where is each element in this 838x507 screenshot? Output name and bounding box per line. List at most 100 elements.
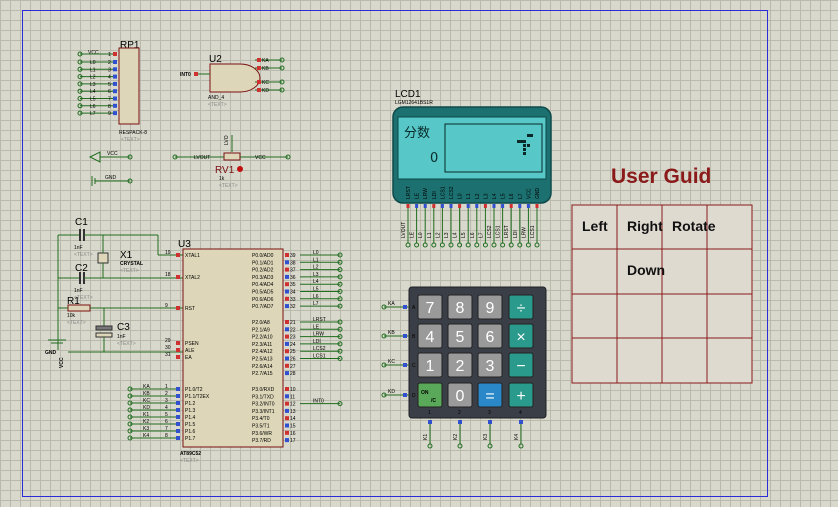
- keypad-col-num: 3: [488, 410, 491, 416]
- u3-net-terminal[interactable]: [337, 252, 343, 258]
- lcd-pin-terminal[interactable]: [414, 242, 420, 248]
- lcd-pin-name: L3: [483, 193, 489, 199]
- oscillator-network[interactable]: C1 1nF <TEXT> X1 CRYSTAL <TEXT> C2 1nF <…: [45, 217, 183, 368]
- u3-p1-terminal[interactable]: [127, 407, 133, 413]
- u3-net-terminal[interactable]: [337, 401, 343, 407]
- lcd-pin-terminal[interactable]: [448, 242, 454, 248]
- keypad-key[interactable]: [477, 323, 503, 349]
- u3-p1-net: K3: [143, 426, 149, 432]
- keypad-key[interactable]: [417, 382, 443, 408]
- keypad-key[interactable]: [477, 352, 503, 378]
- u3-left-pin-num: 8: [165, 433, 168, 439]
- keypad-col-terminal[interactable]: [518, 443, 524, 449]
- u3-net-terminal[interactable]: [337, 259, 343, 265]
- lcd-pin-net: LDI: [513, 230, 519, 238]
- u3-microcontroller[interactable]: U3 XTAL119XTAL218RST9PSEN29ALE30EA31P1.0…: [127, 239, 343, 464]
- keypad-key[interactable]: [477, 382, 503, 408]
- keypad-key[interactable]: [447, 294, 473, 320]
- u3-left-pin-name: P1.1/T2EX: [185, 394, 210, 400]
- lcd-pin-terminal[interactable]: [439, 242, 445, 248]
- rp1-terminal[interactable]: [77, 81, 83, 87]
- rp1-terminal[interactable]: [77, 66, 83, 72]
- u3-net-terminal[interactable]: [337, 326, 343, 332]
- lcd-pin-terminal[interactable]: [457, 242, 463, 248]
- u3-net-terminal[interactable]: [337, 319, 343, 325]
- u2-terminal[interactable]: [279, 57, 285, 63]
- u3-right-net: L4: [313, 279, 319, 285]
- rv1-potentiometer[interactable]: LVO LVOUT VCC RV1 1k <TEXT>: [172, 135, 291, 189]
- lcd-pin-terminal[interactable]: [405, 242, 411, 248]
- keypad-key[interactable]: [508, 352, 534, 378]
- u2-terminal[interactable]: [279, 87, 285, 93]
- rp1-terminal[interactable]: [77, 96, 83, 101]
- keypad-row-terminal[interactable]: [381, 333, 387, 339]
- u3-net-terminal[interactable]: [337, 334, 343, 340]
- u3-net-terminal[interactable]: [337, 341, 343, 347]
- u3-net-terminal[interactable]: [337, 267, 343, 273]
- u3-p1-terminal[interactable]: [127, 393, 133, 399]
- lcd-pin-terminal[interactable]: [500, 242, 506, 248]
- keypad-key[interactable]: [508, 294, 534, 320]
- u3-left-pin-num: 4: [165, 405, 168, 411]
- rp1-terminal[interactable]: [77, 59, 83, 65]
- lcd-pin-name: VCC: [526, 188, 532, 199]
- u3-p1-terminal[interactable]: [127, 400, 133, 406]
- lcd-pin-net: L3: [444, 232, 450, 238]
- keypad-col-terminal[interactable]: [457, 443, 463, 449]
- rp1-terminal[interactable]: [77, 110, 83, 116]
- u3-right-pin-name: P2.3/A11: [252, 342, 272, 348]
- keypad-col-terminal[interactable]: [487, 443, 493, 449]
- keypad-key[interactable]: [508, 382, 534, 408]
- u3-net-terminal[interactable]: [337, 348, 343, 354]
- lcd-pin-terminal[interactable]: [508, 242, 514, 248]
- u3-p1-net: K2: [143, 419, 149, 425]
- keypad-row-terminal[interactable]: [381, 392, 387, 398]
- u2-terminal[interactable]: [279, 65, 285, 71]
- lcd-pin-terminal[interactable]: [525, 242, 531, 248]
- u3-right-pin-name: P0.6/AD6: [252, 297, 274, 303]
- u3-p1-terminal[interactable]: [127, 386, 133, 392]
- keypad-key[interactable]: [508, 323, 534, 349]
- u3-p1-terminal[interactable]: [127, 414, 133, 420]
- u3-left-pin-num: 30: [165, 345, 171, 351]
- keypad-row-terminal[interactable]: [381, 304, 387, 310]
- u3-net-terminal[interactable]: [337, 296, 343, 302]
- keypad-key[interactable]: [417, 323, 443, 349]
- rp1-terminal[interactable]: [77, 103, 83, 109]
- keypad-key[interactable]: [417, 352, 443, 378]
- rp1-terminal[interactable]: [77, 88, 83, 94]
- u3-net-terminal[interactable]: [337, 289, 343, 294]
- u3-p1-terminal[interactable]: [127, 435, 133, 441]
- rp1-terminal[interactable]: [77, 74, 83, 80]
- lcd-pin-terminal[interactable]: [491, 242, 497, 248]
- lcd-pin-terminal[interactable]: [474, 242, 480, 248]
- u3-p1-net: K4: [143, 433, 149, 439]
- keypad-row-terminal[interactable]: [381, 362, 387, 368]
- lcd1-display[interactable]: LCD1 LGM12641BS1R 分数 0 LRSTLVOUTLELELRWL…: [392, 89, 552, 248]
- u3-net-terminal[interactable]: [337, 274, 343, 280]
- u3-p1-terminal[interactable]: [127, 421, 133, 427]
- u3-net-terminal[interactable]: [337, 303, 343, 309]
- u2-terminal[interactable]: [279, 79, 285, 85]
- rp1-vcc-terminal[interactable]: [77, 51, 83, 57]
- keypad-key-label: 3: [486, 358, 495, 375]
- u3-net-terminal[interactable]: [337, 356, 343, 361]
- lcd-pin-terminal[interactable]: [465, 242, 471, 248]
- keypad-key[interactable]: [447, 352, 473, 378]
- lcd-pin-terminal[interactable]: [534, 242, 540, 248]
- lcd-pin-terminal[interactable]: [422, 242, 428, 248]
- keypad-key[interactable]: [417, 294, 443, 320]
- keypad-col-terminal[interactable]: [427, 443, 433, 449]
- u3-p1-terminal[interactable]: [127, 428, 133, 434]
- lcd-pin-terminal[interactable]: [431, 242, 437, 248]
- lcd-pin-terminal[interactable]: [517, 242, 523, 248]
- keypad-key[interactable]: [477, 294, 503, 320]
- u3-net-terminal[interactable]: [337, 281, 343, 287]
- keypad-key[interactable]: [447, 382, 473, 408]
- lcd-pin-terminal[interactable]: [482, 242, 488, 248]
- keypad-key[interactable]: [447, 323, 473, 349]
